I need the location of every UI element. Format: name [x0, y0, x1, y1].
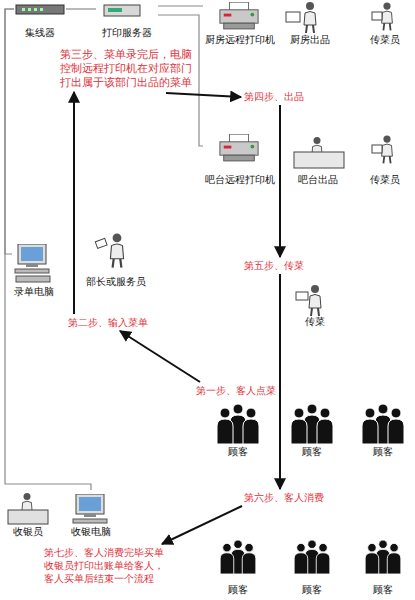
- device-label: 顾客: [302, 445, 322, 458]
- device-node: 吧台出品: [288, 132, 348, 186]
- device-node: 部长或服务员: [84, 228, 148, 288]
- step-note: 第三步、菜单录完后，电脑控制远程打印机在对应部门打出属于该部门出品的菜单: [60, 48, 196, 90]
- device-node: 收银员: [4, 488, 52, 538]
- flow-arrow: [162, 506, 242, 544]
- device-node: 传菜员: [362, 132, 408, 186]
- flow-arrow: [279, 274, 281, 489]
- device-node: 传菜: [290, 282, 340, 328]
- network-wire: [5, 9, 14, 254]
- step-note: 第四步、出品: [244, 90, 306, 103]
- device-label: 厨房出品: [290, 33, 330, 46]
- step-text: 第三步、菜单录完后，电脑控制远程打印机在对应部门打出属于该部门出品的菜单: [60, 48, 196, 90]
- step-note: 第五步、传菜: [244, 259, 306, 272]
- flow-arrow: [279, 105, 281, 257]
- device-label: 吧台出品: [298, 173, 338, 186]
- device-label: 集线器: [25, 26, 55, 39]
- device-node: 吧台远程打印机: [203, 132, 277, 186]
- step-text: 第一步、客人点菜: [196, 384, 278, 397]
- device-node: 顾客: [286, 538, 338, 596]
- step-text: 第四步、出品: [244, 90, 306, 103]
- step-text: 第七步、客人消费完毕买单收银员打印出账单给客人，客人买单后结束一个流程: [44, 546, 172, 585]
- device-label: 传菜员: [370, 33, 400, 46]
- device-label: 吧台远程打印机: [205, 173, 275, 186]
- device-label: 厨房远程打印机: [205, 33, 275, 46]
- step-note: 第七步、客人消费完毕买单收银员打印出账单给客人，客人买单后结束一个流程: [44, 546, 172, 585]
- device-node: 顾客: [212, 402, 264, 458]
- device-node: 传菜员: [362, 0, 408, 46]
- network-wire: [66, 8, 96, 9]
- device-node: 厨房出品: [282, 0, 338, 46]
- device-node: 顾客: [357, 402, 409, 458]
- device-label: 顾客: [302, 583, 322, 596]
- flow-arrow: [120, 331, 200, 382]
- device-node: 厨房远程打印机: [203, 0, 277, 46]
- device-label: 传菜员: [370, 173, 400, 186]
- step-text: 第六步、客人消费: [244, 491, 326, 504]
- device-node: 录单电脑: [12, 240, 56, 298]
- device-label: 顾客: [373, 583, 393, 596]
- device-node: 集线器: [14, 3, 66, 39]
- step-note: 第六步、客人消费: [244, 491, 326, 504]
- device-node: 收银电脑: [64, 490, 118, 538]
- flow-arrow: [166, 93, 241, 97]
- device-node: 顾客: [357, 538, 409, 596]
- device-label: 收银电脑: [71, 525, 111, 538]
- device-node: 顾客: [286, 402, 338, 458]
- flow-arrow: [73, 92, 75, 314]
- device-label: 收银员: [13, 525, 43, 538]
- device-label: 传菜: [305, 315, 325, 328]
- device-node: 打印服务器: [96, 3, 158, 39]
- device-label: 顾客: [228, 445, 248, 458]
- device-label: 部长或服务员: [86, 275, 146, 288]
- step-note: 第二步、输入菜单: [68, 316, 150, 329]
- device-label: 顾客: [373, 445, 393, 458]
- step-text: 第二步、输入菜单: [68, 316, 150, 329]
- network-wire: [158, 5, 203, 6]
- device-label: 录单电脑: [14, 285, 54, 298]
- device-label: 顾客: [228, 583, 248, 596]
- step-note: 第一步、客人点菜: [196, 384, 278, 397]
- step-text: 第五步、传菜: [244, 259, 306, 272]
- device-node: 顾客: [212, 538, 264, 596]
- device-label: 打印服务器: [102, 26, 152, 39]
